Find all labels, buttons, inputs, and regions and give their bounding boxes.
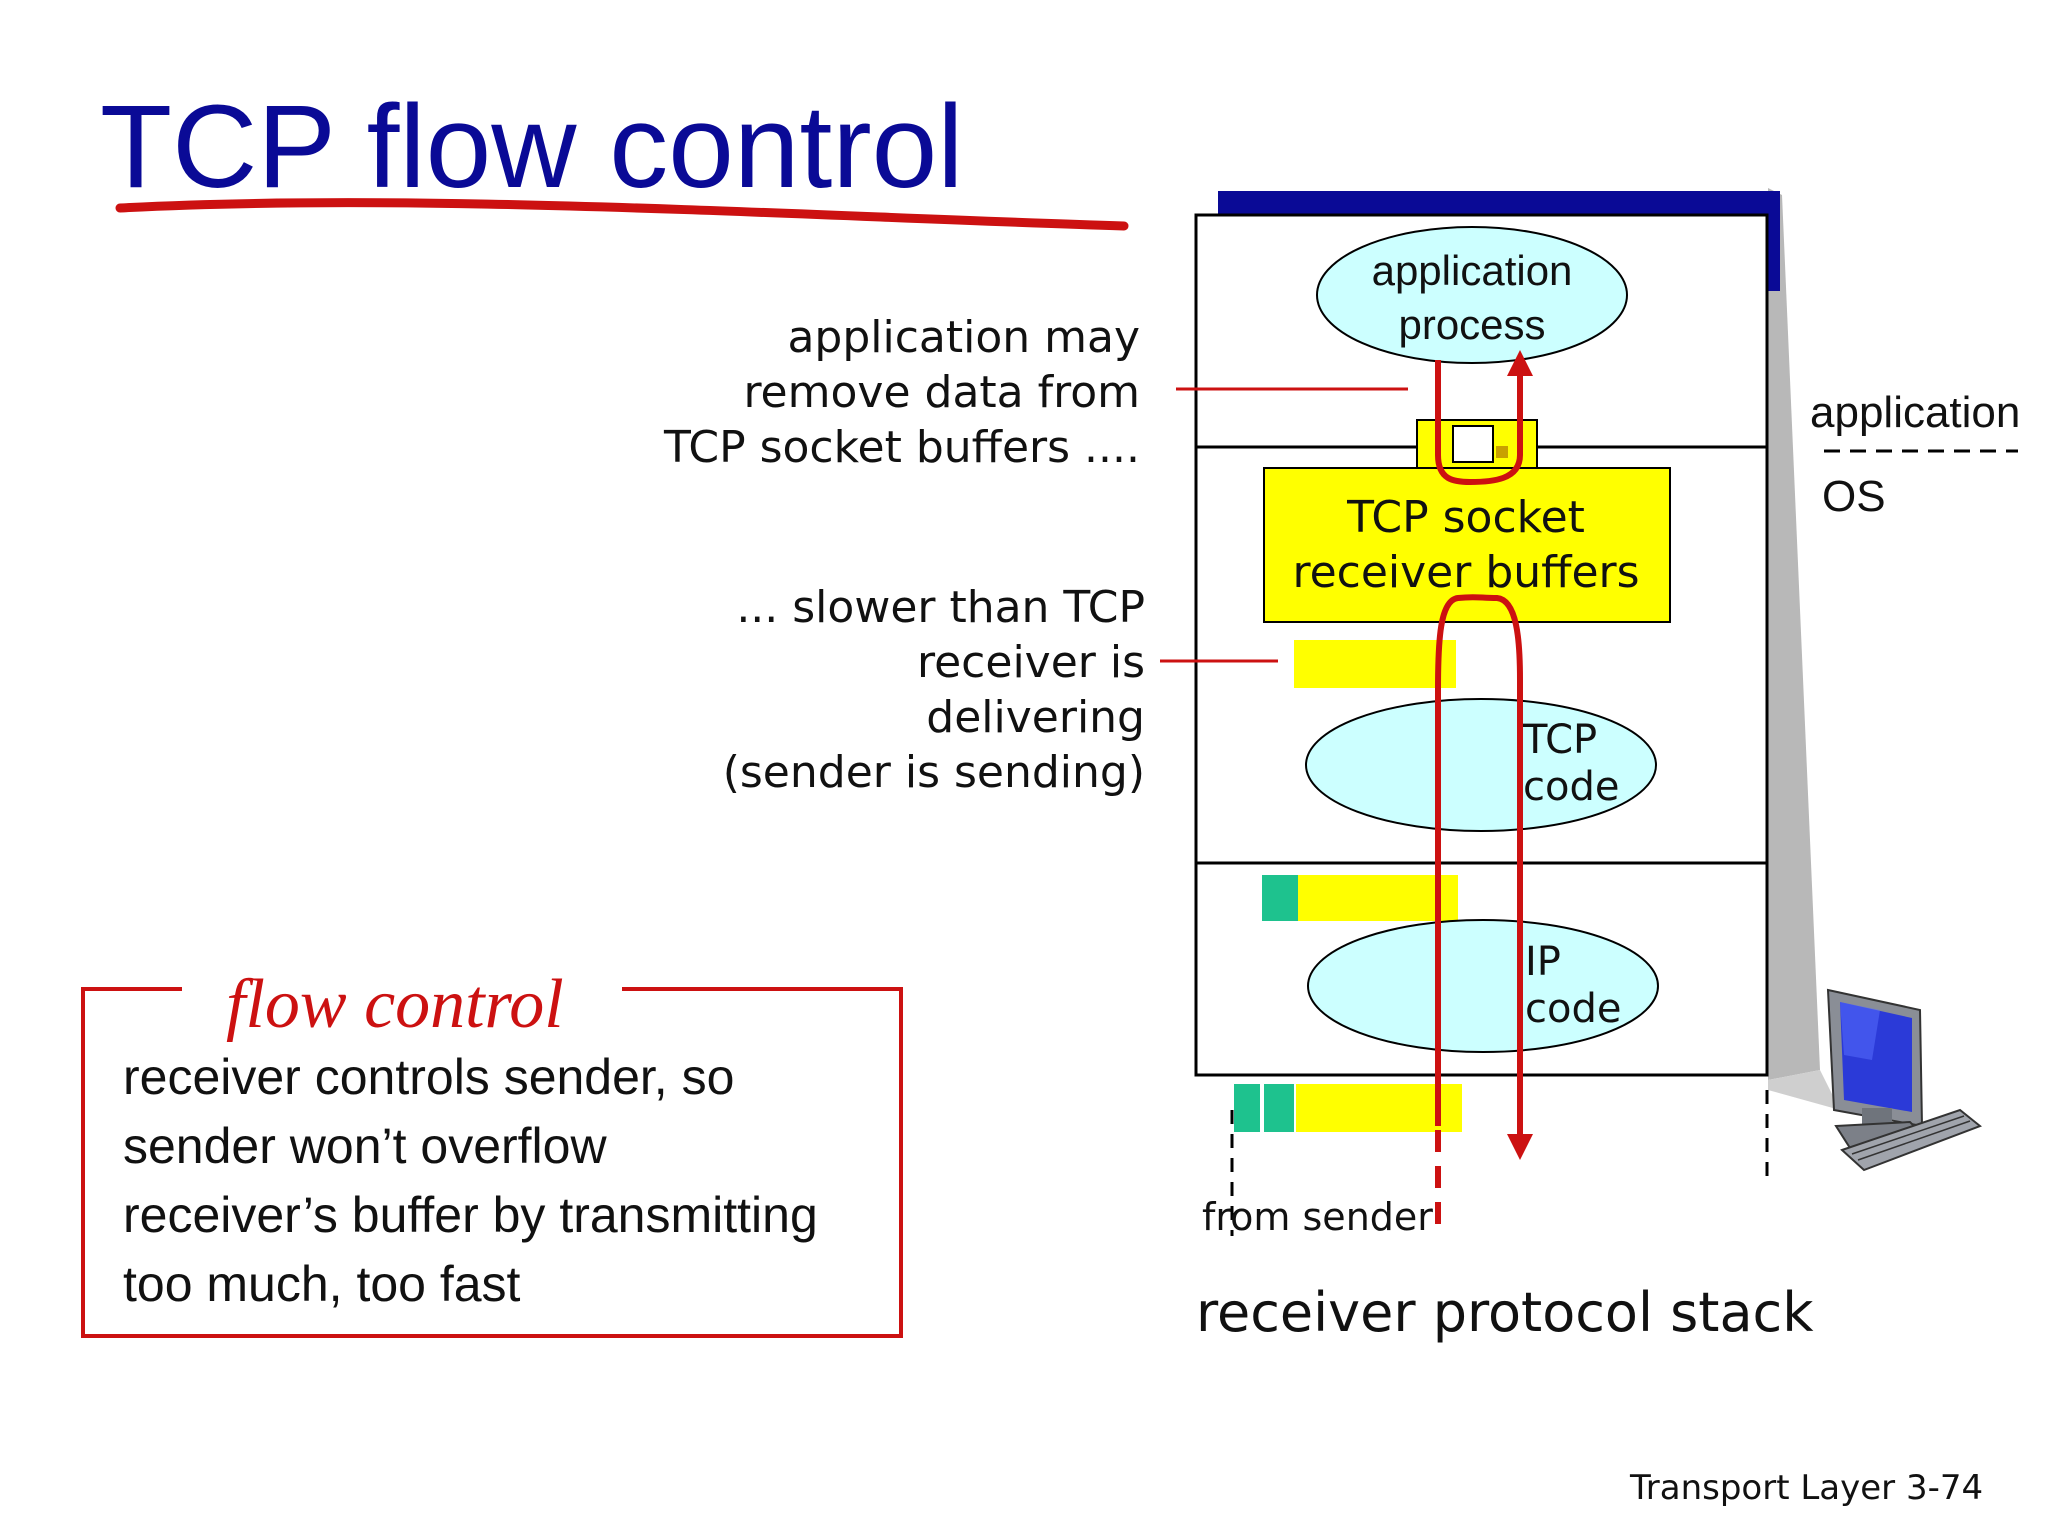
stack-side-bar bbox=[1767, 191, 1780, 291]
from-sender-label: from sender bbox=[1202, 1195, 1433, 1239]
app-process-ellipse bbox=[1316, 226, 1628, 364]
packet-header-1 bbox=[1234, 1084, 1260, 1132]
flow-control-heading: flow control bbox=[226, 966, 564, 1043]
note-slower-line-1: ... slower than TCP bbox=[736, 582, 1145, 633]
stack-caption: receiver protocol stack bbox=[1196, 1281, 1814, 1344]
socket-buffers-label-2: receiver buffers bbox=[1292, 547, 1639, 598]
ip-code-label-2: code bbox=[1525, 986, 1621, 1032]
note-remove-data: application may remove data from TCP soc… bbox=[664, 310, 1140, 475]
note-remove-line-3: TCP socket buffers .... bbox=[664, 422, 1140, 473]
flow-control-line-2: sender won’t overflow bbox=[123, 1118, 607, 1174]
data-segment-tcp bbox=[1294, 640, 1456, 688]
layer-label-os: OS bbox=[1822, 472, 1886, 521]
app-process-label-1: application bbox=[1372, 247, 1573, 294]
title-underline bbox=[115, 198, 1129, 231]
flow-control-line-4: too much, too fast bbox=[123, 1256, 521, 1312]
note-slower-line-3: delivering bbox=[926, 692, 1145, 743]
note-slower-line-2: receiver is bbox=[916, 637, 1145, 688]
app-remove-arrowhead bbox=[1507, 350, 1533, 376]
note-remove-line-1: application may bbox=[787, 312, 1140, 363]
note-remove-line-2: remove data from bbox=[743, 367, 1140, 418]
ip-segment-header bbox=[1262, 875, 1298, 921]
flow-control-heading-gap bbox=[182, 970, 622, 1010]
packet-data bbox=[1296, 1084, 1462, 1132]
flow-control-line-3: receiver’s buffer by transmitting bbox=[123, 1187, 818, 1243]
socket-tab-slot bbox=[1452, 425, 1494, 463]
slide-footer: Transport Layer 3-74 bbox=[1630, 1468, 1984, 1508]
socket-buffers-label-1: TCP socket bbox=[1346, 492, 1585, 543]
app-remove-loop bbox=[1435, 360, 1523, 486]
slide-title: TCP flow control bbox=[100, 81, 964, 213]
stack-shadow-light bbox=[1768, 1070, 1840, 1110]
flow-control-line-1: receiver controls sender, so bbox=[123, 1049, 735, 1105]
tcp-code-label-2: code bbox=[1523, 764, 1619, 810]
layer-label-application: application bbox=[1810, 388, 2020, 437]
note-slower-line-4: (sender is sending) bbox=[722, 747, 1145, 798]
ip-segment-data bbox=[1298, 875, 1458, 921]
ip-code-label-1: IP bbox=[1525, 939, 1561, 985]
computer-icon bbox=[1826, 988, 1982, 1172]
socket-tab-marker bbox=[1496, 446, 1508, 458]
stack-shadow bbox=[1768, 188, 1820, 1080]
note-slower-delivery: ... slower than TCP receiver is deliveri… bbox=[723, 580, 1145, 800]
data-path-red bbox=[1435, 594, 1523, 1138]
app-process-label-2: process bbox=[1398, 301, 1545, 348]
data-path-arrowhead bbox=[1507, 1134, 1533, 1160]
packet-header-2 bbox=[1264, 1084, 1294, 1132]
tcp-code-ellipse bbox=[1305, 698, 1657, 832]
ip-code-ellipse bbox=[1307, 919, 1659, 1053]
tcp-code-label-1: TCP bbox=[1522, 717, 1597, 763]
